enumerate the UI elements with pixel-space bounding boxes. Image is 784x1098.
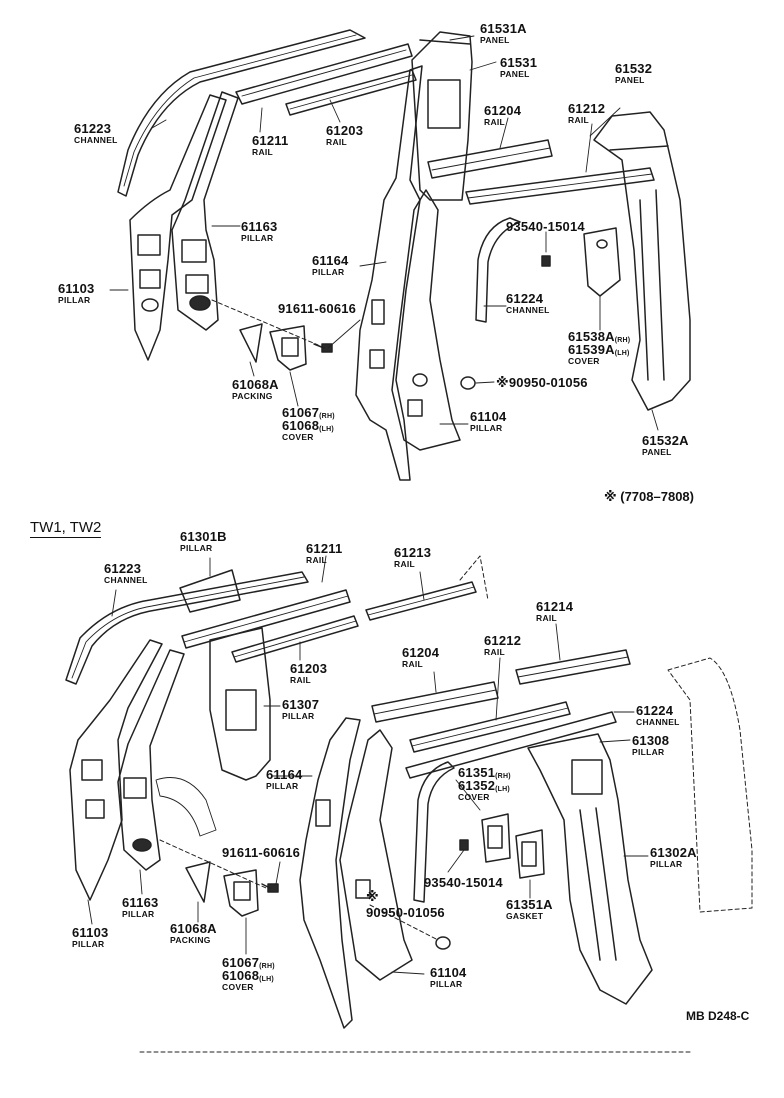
- label-61351-61352-cover: 61351(RH) 61352(LH) COVER: [458, 765, 511, 802]
- leader-lines-top: [109, 35, 659, 431]
- diagram-code: MB D248-C: [686, 1009, 750, 1023]
- bolt-91611-top: [313, 343, 333, 353]
- label-93540-15014: 93540-15014: [506, 219, 585, 234]
- pillar-61103-top: [129, 94, 227, 361]
- washer-90950-bottom: [435, 936, 451, 950]
- period-note: ※ (7708–7808): [604, 489, 694, 504]
- side-panel-outline-bottom: [667, 657, 753, 913]
- pillar-61104-bottom: [339, 729, 439, 981]
- rail-61203-top: [285, 69, 417, 116]
- clip-93540-top: [541, 255, 551, 267]
- pillar-61164-top: [355, 65, 423, 481]
- rail-61214-bottom: [515, 649, 631, 685]
- roof-outline-bottom: [459, 555, 489, 601]
- label-90950-01056: ※90950-01056: [496, 375, 588, 390]
- panel-61531-top: [411, 31, 473, 201]
- label-61538a-61539a-cover: 61538A(RH) 61539A(LH) COVER: [568, 329, 631, 366]
- pillar-61163-top: [171, 91, 319, 346]
- quarter-panel-bottom: [155, 777, 217, 837]
- pillar-61104-top: [391, 189, 461, 451]
- label-91611-60616: 91611-60616: [278, 301, 357, 316]
- cover-61067-top: [269, 325, 307, 371]
- pillar-61164-bottom: [299, 717, 361, 1029]
- label-61067-61068-cover: 61067(RH) 61068(LH) COVER: [282, 405, 335, 442]
- rail-61211-top: [235, 43, 413, 105]
- label-91611-60616-b: 91611-60616: [222, 845, 301, 860]
- channel-61223-top: [117, 29, 366, 197]
- rail-61203-bottom: [231, 615, 359, 663]
- section-label: TW1, TW2: [30, 519, 102, 538]
- rail-61211-bottom: [181, 589, 351, 649]
- washer-90950-top: [460, 376, 476, 390]
- packing-61068a-bottom: [185, 861, 211, 903]
- label-90950-01056-b: ※ 90950-01056: [366, 889, 445, 920]
- pillar-61301b-bottom: [179, 569, 241, 613]
- channel-61224-bottom: [405, 711, 617, 903]
- bolt-91611-bottom: [261, 883, 279, 893]
- packing-61068a-top: [239, 323, 263, 363]
- leader-lines-bottom: [87, 555, 649, 975]
- cover-61351-bottom: [481, 813, 511, 863]
- pillar-61307-bottom: [209, 627, 271, 781]
- channel-61223-bottom: [65, 571, 309, 685]
- clip-93540-bottom: [459, 839, 469, 851]
- channel-61224-top: [475, 217, 521, 323]
- panel-61532-top: [593, 111, 691, 411]
- gasket-61351a-bottom: [515, 829, 545, 879]
- rail-61213-bottom: [365, 581, 477, 621]
- cover-61538a-top: [583, 227, 621, 297]
- label-93540-15014-b: 93540-15014: [424, 875, 503, 890]
- pillar-61163-bottom: [117, 649, 267, 889]
- rail-61212-top: [465, 167, 655, 205]
- rail-61204-top: [427, 139, 553, 179]
- rail-61204-bottom: [371, 681, 499, 723]
- pillar-61103-bottom: [69, 639, 163, 901]
- cover-61067-bottom: [223, 869, 259, 917]
- label-61067-61068-cover-b: 61067(RH) 61068(LH) COVER: [222, 955, 275, 992]
- rail-61212-bottom: [409, 701, 571, 753]
- pillar-61302a-bottom: [527, 733, 653, 1005]
